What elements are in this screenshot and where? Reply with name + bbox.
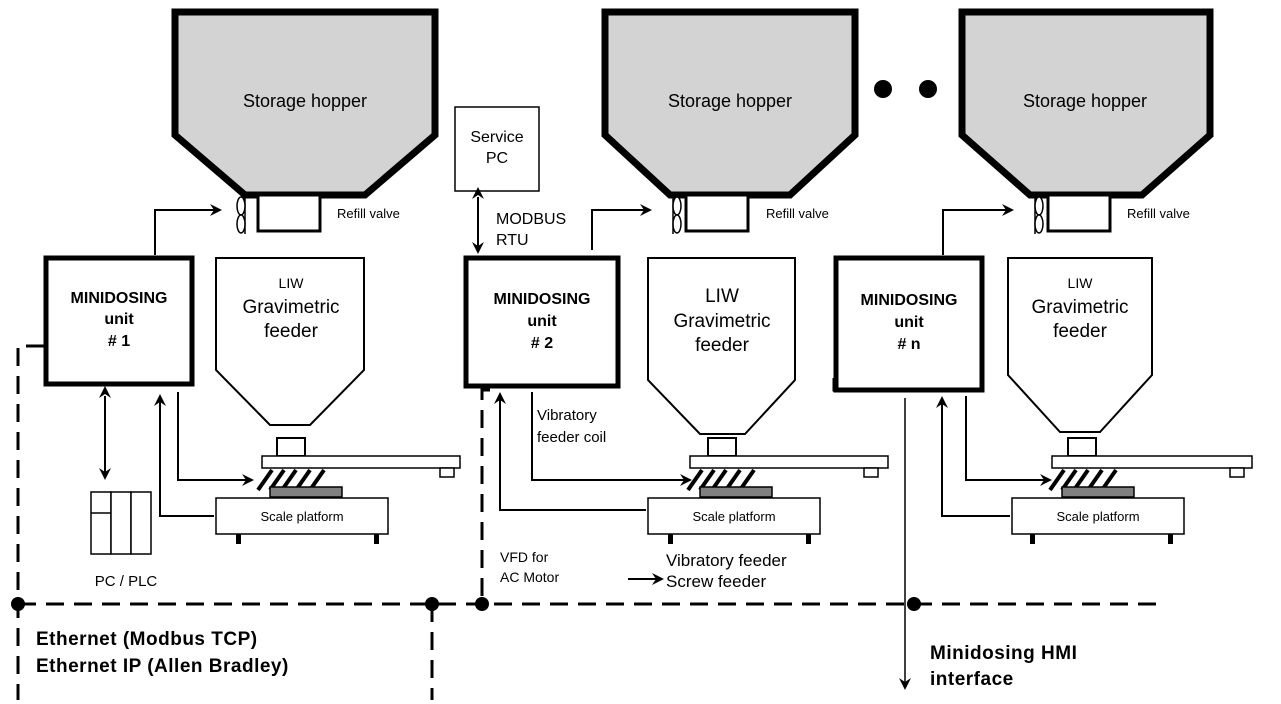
unit-1-line3: # 1: [108, 333, 130, 350]
scale-pad-2: [699, 486, 773, 498]
feeder-2-line2: Gravimetric: [673, 311, 770, 332]
liw-feeder-1: LIW Gravimetric feeder: [215, 257, 461, 498]
valve-control-line-n: [942, 204, 1014, 255]
unit-n-line3: # n: [897, 336, 920, 353]
feeder-n-line2: Gravimetric: [1031, 297, 1128, 318]
drive-line-n: [965, 396, 1052, 486]
vib-coil-line1: Vibratory: [537, 407, 597, 424]
feeder-2-line3: feeder: [695, 335, 750, 356]
hopper-label-1: Storage hopper: [243, 91, 367, 111]
station-2: Storage hopper Refill valve MINIDOSING u…: [463, 8, 889, 591]
scale-label-2: Scale platform: [692, 509, 775, 524]
minidosing-unit-1: MINIDOSING unit # 1: [43, 255, 195, 387]
bus-node-3: [475, 597, 489, 611]
feeder-1-line3: feeder: [264, 321, 319, 342]
refill-valve-2: [684, 193, 750, 233]
liw-feeder-2: LIW Gravimetric feeder: [647, 257, 889, 498]
hmi-line1: Minidosing HMI: [930, 643, 1077, 664]
bus-node-2: [425, 597, 439, 611]
ellipsis-dot-1: [874, 80, 892, 98]
weight-feedback-line-n: [936, 396, 1010, 517]
scale-label-1: Scale platform: [260, 509, 343, 524]
feeder-types-line1: Vibratory feeder: [666, 551, 787, 570]
modbus-line2: RTU: [496, 232, 529, 249]
feeder-1-line2: Gravimetric: [242, 297, 339, 318]
refill-valve-1: [256, 193, 322, 233]
weight-feedback-line-1: [154, 394, 214, 517]
scale-platform-n: Scale platform: [1011, 497, 1185, 544]
refill-valve-label-2: Refill valve: [766, 206, 829, 221]
bus-node-4: [907, 597, 921, 611]
refill-valve-n: [1046, 193, 1112, 233]
feeder-types-line2: Screw feeder: [666, 572, 766, 591]
unit-2-line3: # 2: [531, 335, 553, 352]
hmi-line2: interface: [930, 669, 1014, 690]
unit-n-line1: MINIDOSING: [861, 292, 958, 309]
vfd-line2: AC Motor: [500, 569, 559, 585]
unit-1-line2: unit: [104, 311, 134, 328]
drive-line-2: [531, 392, 692, 486]
ellipsis-dot-2: [919, 80, 937, 98]
bus-node-1: [11, 597, 25, 611]
vib-coil-line2: feeder coil: [537, 429, 606, 446]
unit-2-line1: MINIDOSING: [494, 291, 591, 308]
feeder-2-line1: LIW: [705, 286, 739, 307]
plc-label: PC / PLC: [95, 573, 158, 590]
scale-pad-n: [1061, 486, 1135, 498]
scale-platform-2: Scale platform: [647, 497, 821, 544]
pc-plc-icon: [90, 491, 152, 555]
storage-hopper-n: Storage hopper: [958, 8, 1214, 199]
valve-actuator-icon-1: [236, 196, 246, 234]
ethernet-line1: Ethernet (Modbus TCP): [36, 629, 258, 650]
valve-control-line-1: [154, 204, 222, 255]
refill-valve-label-1: Refill valve: [337, 206, 400, 221]
vfd-line1: VFD for: [500, 549, 549, 565]
liw-feeder-n: LIW Gravimetric feeder: [1007, 257, 1253, 498]
weight-feedback-line-2: [494, 392, 646, 511]
valve-control-line-2: [591, 204, 652, 250]
hopper-label-n: Storage hopper: [1023, 91, 1147, 111]
unit-n-line2: unit: [894, 314, 924, 331]
feeder-n-line1: LIW: [1068, 275, 1094, 291]
station-1: Storage hopper Refill valve MINIDOSING u…: [43, 8, 461, 590]
service-pc: Service PC: [454, 106, 540, 192]
refill-valve-label-n: Refill valve: [1127, 206, 1190, 221]
minidosing-unit-2: MINIDOSING unit # 2: [463, 255, 621, 389]
station-n: Storage hopper Refill valve MINIDOSING u…: [833, 8, 1253, 690]
storage-hopper-2: Storage hopper: [601, 8, 859, 199]
scale-pad-1: [269, 486, 343, 498]
service-pc-line2: PC: [486, 150, 508, 167]
hopper-label-2: Storage hopper: [668, 91, 792, 111]
valve-actuator-icon-2: [672, 196, 682, 234]
scale-platform-1: Scale platform: [215, 497, 389, 544]
unit-1-line1: MINIDOSING: [71, 290, 168, 307]
storage-hopper-1: Storage hopper: [171, 8, 439, 199]
feeder-n-line3: feeder: [1053, 321, 1108, 342]
feeder-1-line1: LIW: [279, 275, 305, 291]
ethernet-line2: Ethernet IP (Allen Bradley): [36, 656, 289, 677]
minidosing-unit-n: MINIDOSING unit # n: [833, 255, 985, 393]
unit-2-line2: unit: [527, 313, 557, 330]
valve-actuator-icon-n: [1034, 196, 1044, 234]
drive-line-1: [177, 392, 254, 486]
scale-label-n: Scale platform: [1056, 509, 1139, 524]
modbus-line1: MODBUS: [496, 211, 566, 228]
service-pc-line1: Service: [470, 129, 523, 146]
